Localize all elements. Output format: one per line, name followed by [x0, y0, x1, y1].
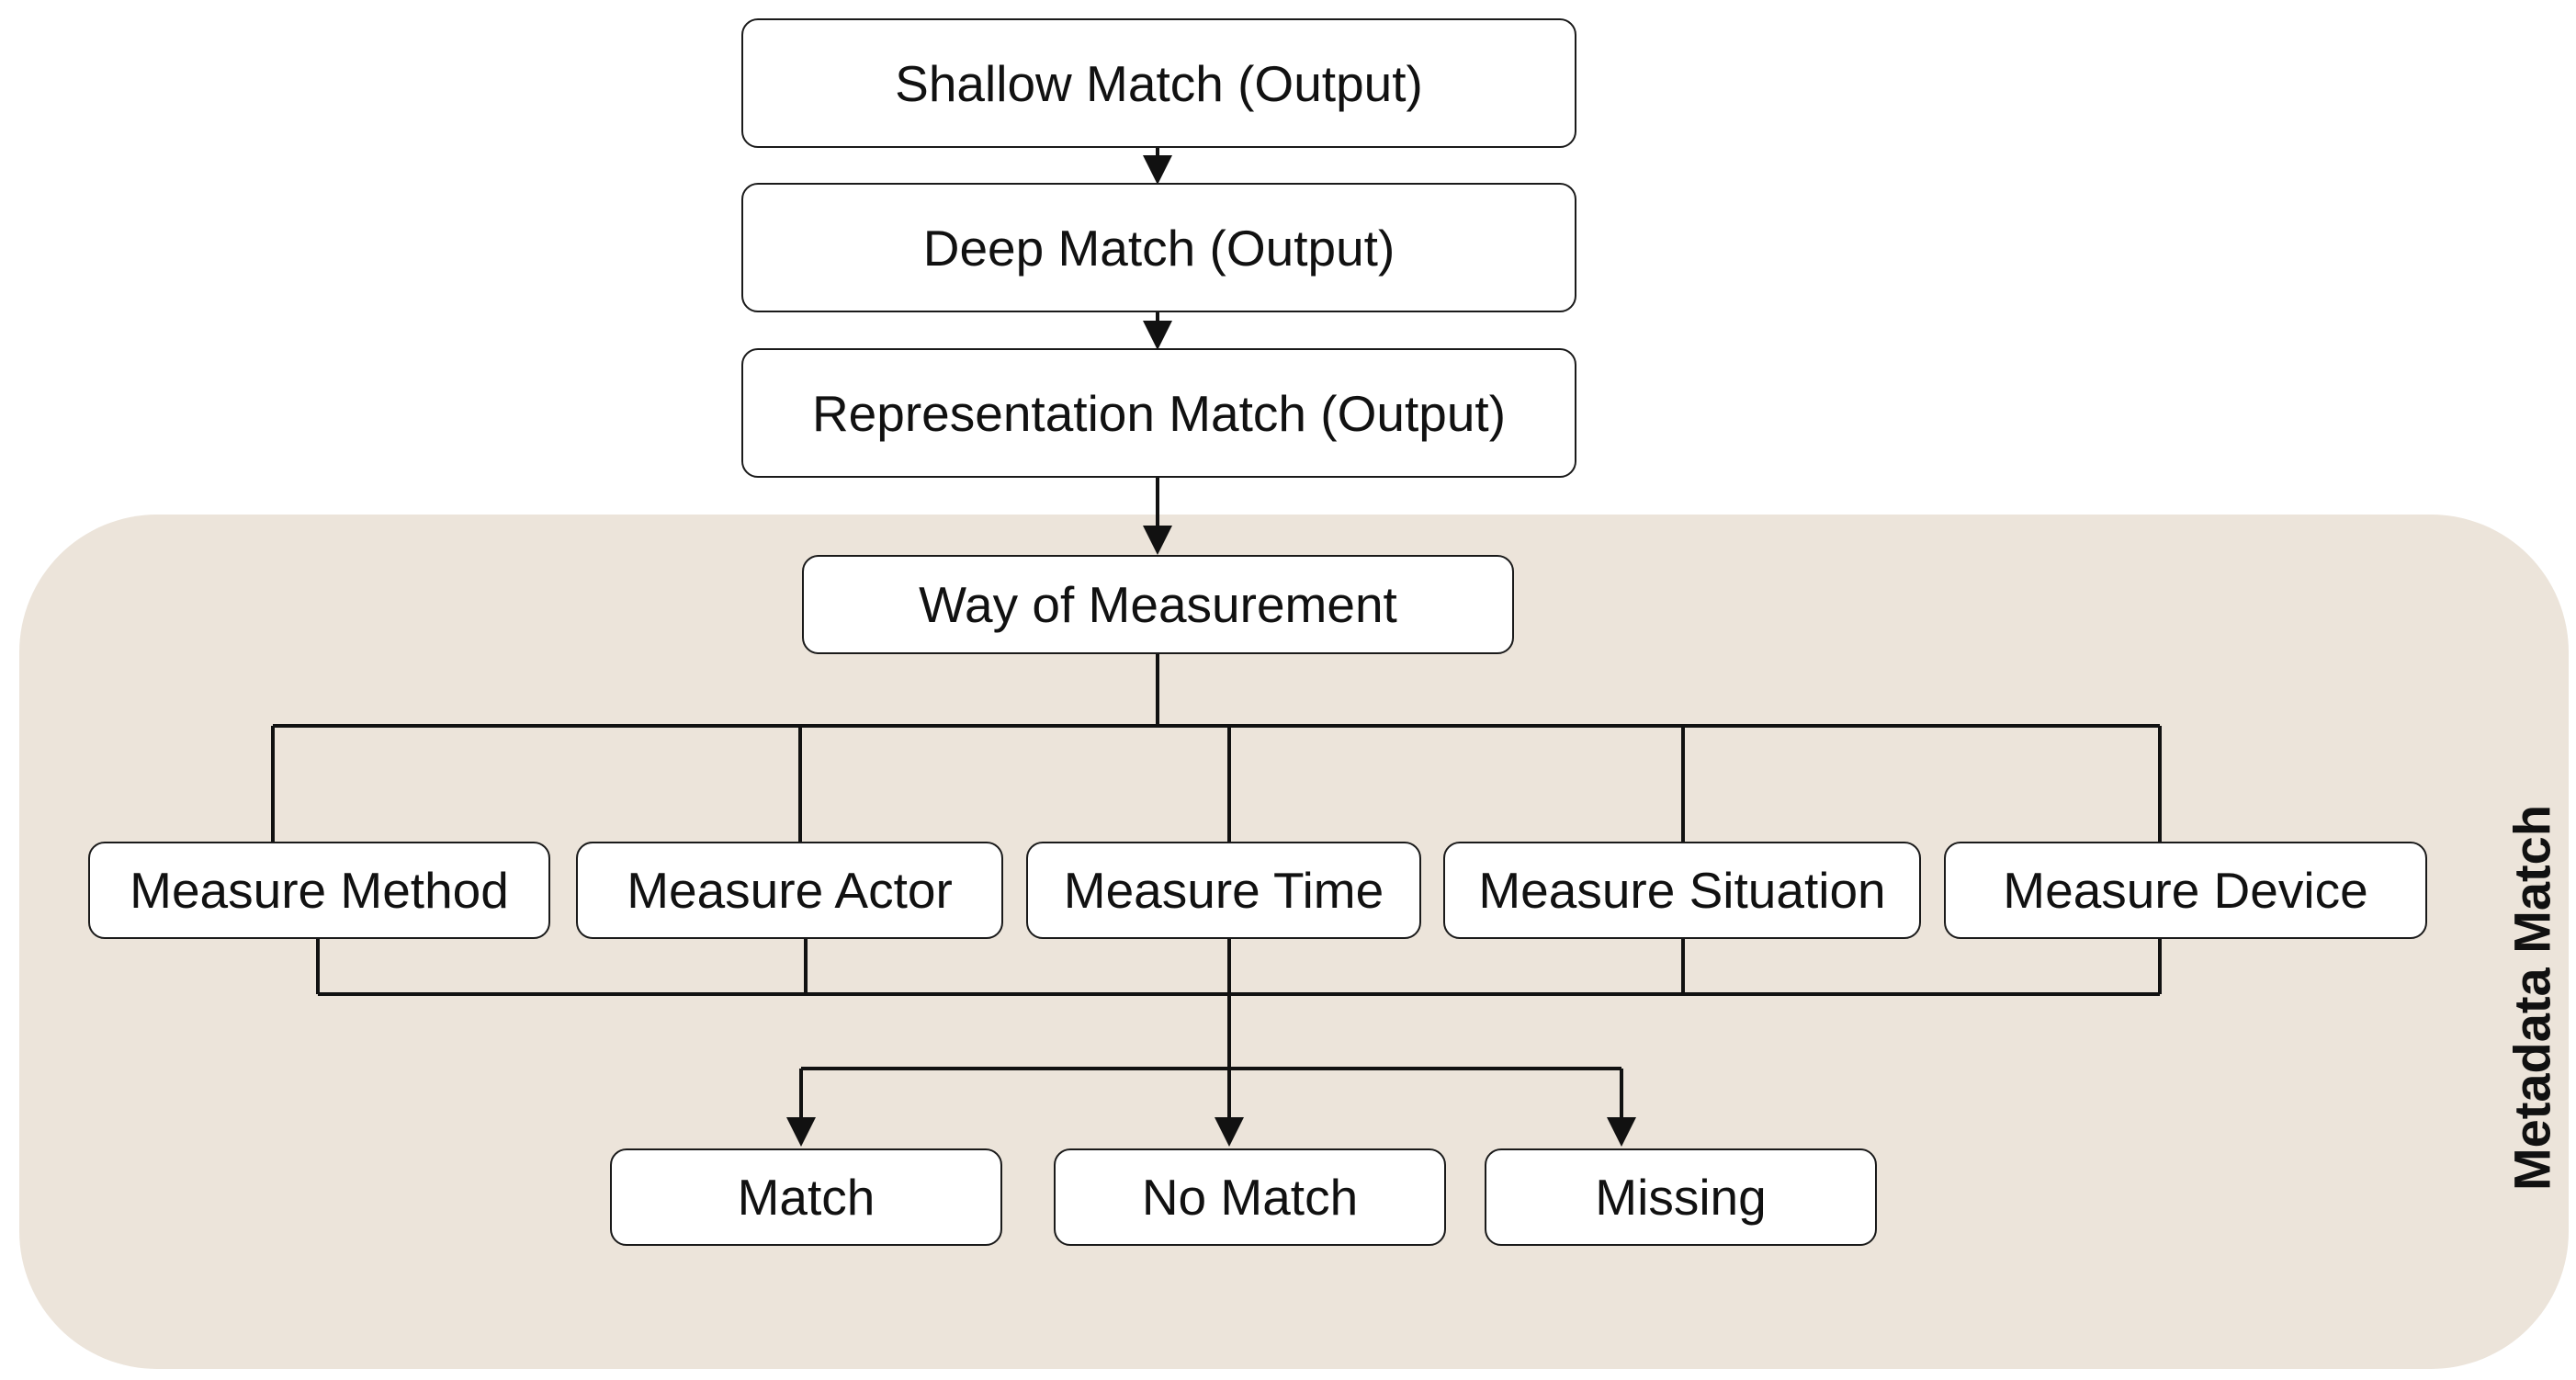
no-match-node: No Match	[1054, 1148, 1446, 1246]
missing-node: Missing	[1485, 1148, 1877, 1246]
measure-method-node: Measure Method	[88, 842, 550, 939]
shallow-match-node: Shallow Match (Output)	[741, 18, 1576, 148]
way-of-measurement-node: Way of Measurement	[802, 555, 1514, 654]
measure-situation-node: Measure Situation	[1443, 842, 1921, 939]
deep-match-node: Deep Match (Output)	[741, 183, 1576, 312]
match-node: Match	[610, 1148, 1002, 1246]
metadata-match-label: Metadata Match	[2503, 804, 2561, 1192]
measure-actor-node: Measure Actor	[576, 842, 1003, 939]
measure-device-node: Measure Device	[1944, 842, 2427, 939]
representation-match-node: Representation Match (Output)	[741, 348, 1576, 478]
measure-time-node: Measure Time	[1026, 842, 1421, 939]
